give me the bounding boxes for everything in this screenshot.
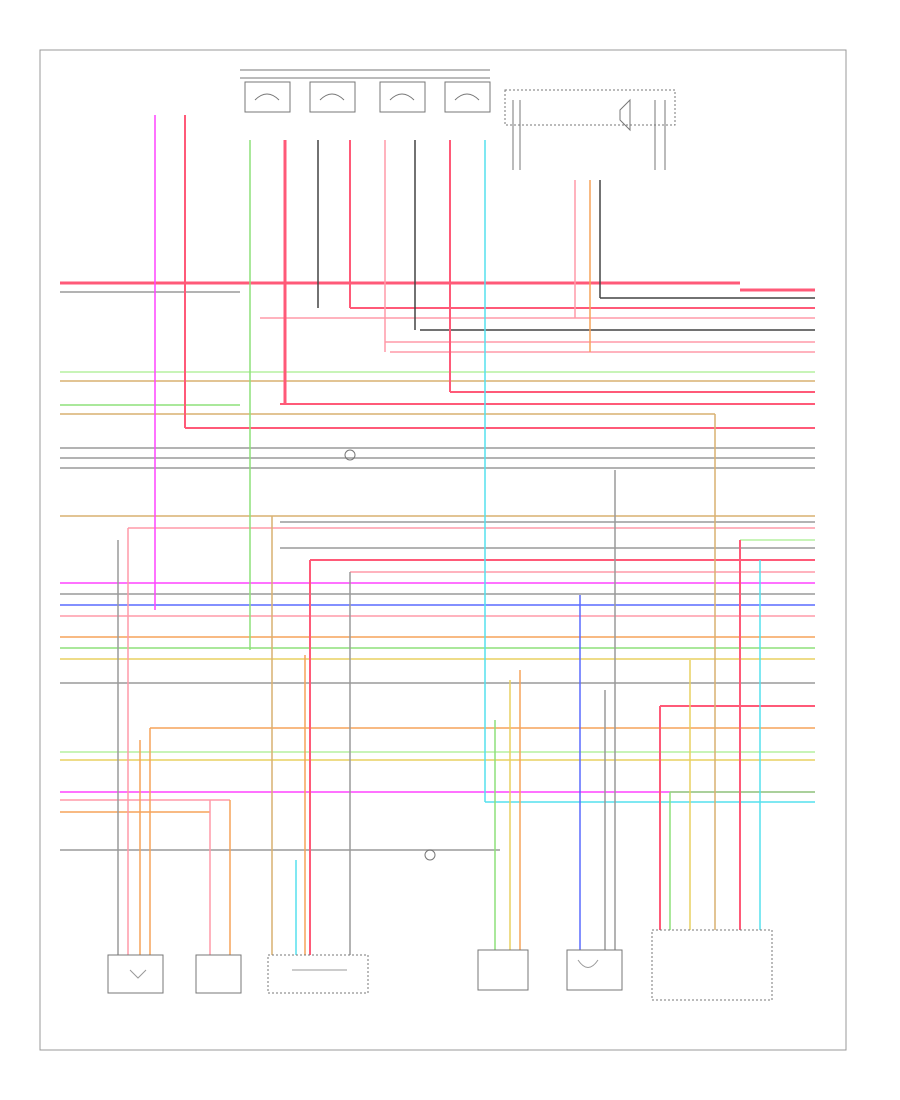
module-6-box — [651, 929, 773, 1001]
sensor-1-box — [107, 954, 164, 994]
top-radio-module — [504, 89, 676, 170]
sensor-5-box — [566, 949, 623, 991]
sensor-4-box — [477, 949, 529, 991]
horizontal-wires — [60, 281, 815, 851]
splice-symbols — [344, 449, 436, 861]
module-3-box — [267, 954, 369, 994]
bottom-components — [107, 929, 773, 1001]
vertical-wires — [117, 115, 761, 955]
diagram-frame — [39, 49, 847, 1051]
top-speaker-group — [240, 69, 491, 113]
sensor-2-box — [195, 954, 242, 994]
